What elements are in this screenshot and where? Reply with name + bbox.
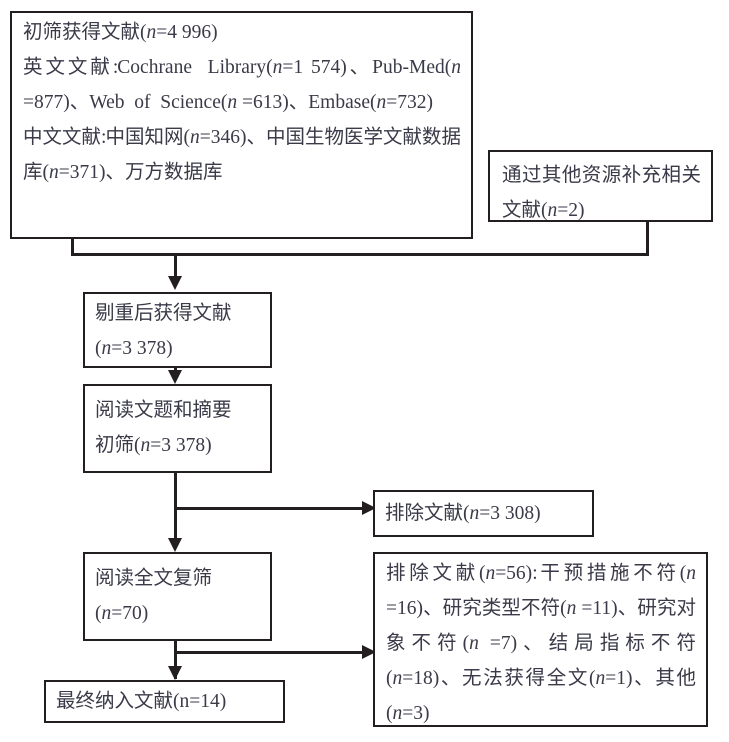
node-excluded-first-text: 排除文献(n=3 308)	[375, 492, 592, 535]
line-final: 最终纳入文献(n=14)	[56, 691, 227, 712]
node-excluded-second: 排除文献(n=56):干预措施不符(n =16)、研究类型不符(n =11)、研…	[373, 552, 708, 727]
connector-screen-to-excl1	[174, 507, 366, 510]
arrow-dedup-to-screen	[168, 370, 182, 384]
connector-initial-stub	[71, 239, 74, 256]
line-fulltext-2: (n=70)	[95, 603, 149, 624]
node-excluded-second-text: 排除文献(n=56):干预措施不符(n =16)、研究类型不符(n =11)、研…	[375, 554, 706, 731]
line-other-sources: 通过其他资源补充相关文献(n=2)	[502, 165, 701, 221]
node-after-dedup-text: 剔重后获得文献 (n=3 378)	[85, 294, 270, 366]
connector-merge-bar	[71, 253, 649, 256]
line-fulltext-1: 阅读全文复筛	[95, 568, 213, 589]
line-title-abs-2: 初筛(n=3 378)	[95, 435, 212, 456]
line-dedup-2: (n=3 378)	[95, 338, 173, 359]
arrow-screen-to-fulltext	[168, 538, 182, 552]
node-excluded-first: 排除文献(n=3 308)	[373, 490, 594, 537]
node-initial-search: 初筛获得文献(n=4 996) 英文文献:Cochrane Library(n=…	[10, 11, 473, 239]
connector-fulltext-to-excl2	[174, 651, 366, 654]
line-initial-total: 初筛获得文献(n=4 996)	[23, 22, 218, 43]
line-excl2: 排除文献(n=56):干预措施不符(n =16)、研究类型不符(n =11)、研…	[386, 563, 696, 724]
connector-fulltext-branch-down	[174, 641, 177, 679]
connector-other-stub	[646, 222, 649, 256]
arrow-fulltext-to-final	[168, 666, 182, 680]
line-dedup-1: 剔重后获得文献	[95, 303, 232, 324]
line-english-sources: 英文文献:Cochrane Library(n=1 574)、Pub-Med(n…	[23, 57, 461, 113]
node-after-dedup: 剔重后获得文献 (n=3 378)	[83, 292, 272, 368]
arrow-screen-to-excl1	[362, 501, 376, 515]
node-initial-search-text: 初筛获得文献(n=4 996) 英文文献:Cochrane Library(n=…	[12, 13, 471, 190]
node-final-included-text: 最终纳入文献(n=14)	[46, 682, 283, 721]
node-title-abstract-screen: 阅读文题和摘要 初筛(n=3 378)	[83, 384, 272, 473]
arrow-merge-to-dedup	[168, 276, 182, 290]
node-title-abstract-screen-text: 阅读文题和摘要 初筛(n=3 378)	[85, 386, 270, 463]
arrow-fulltext-to-excl2	[362, 645, 376, 659]
line-excl1: 排除文献(n=3 308)	[385, 503, 541, 524]
node-fulltext-screen: 阅读全文复筛 (n=70)	[83, 552, 272, 641]
connector-merge-drop	[174, 253, 177, 278]
node-final-included: 最终纳入文献(n=14)	[44, 680, 285, 723]
node-other-sources: 通过其他资源补充相关文献(n=2)	[488, 150, 713, 222]
line-chinese-sources: 中文文献:中国知网(n=346)、中国生物医学文献数据库(n=371)、万方数据…	[23, 127, 461, 183]
node-other-sources-text: 通过其他资源补充相关文献(n=2)	[490, 152, 711, 228]
line-title-abs-1: 阅读文题和摘要	[95, 400, 232, 421]
node-fulltext-screen-text: 阅读全文复筛 (n=70)	[85, 554, 270, 631]
